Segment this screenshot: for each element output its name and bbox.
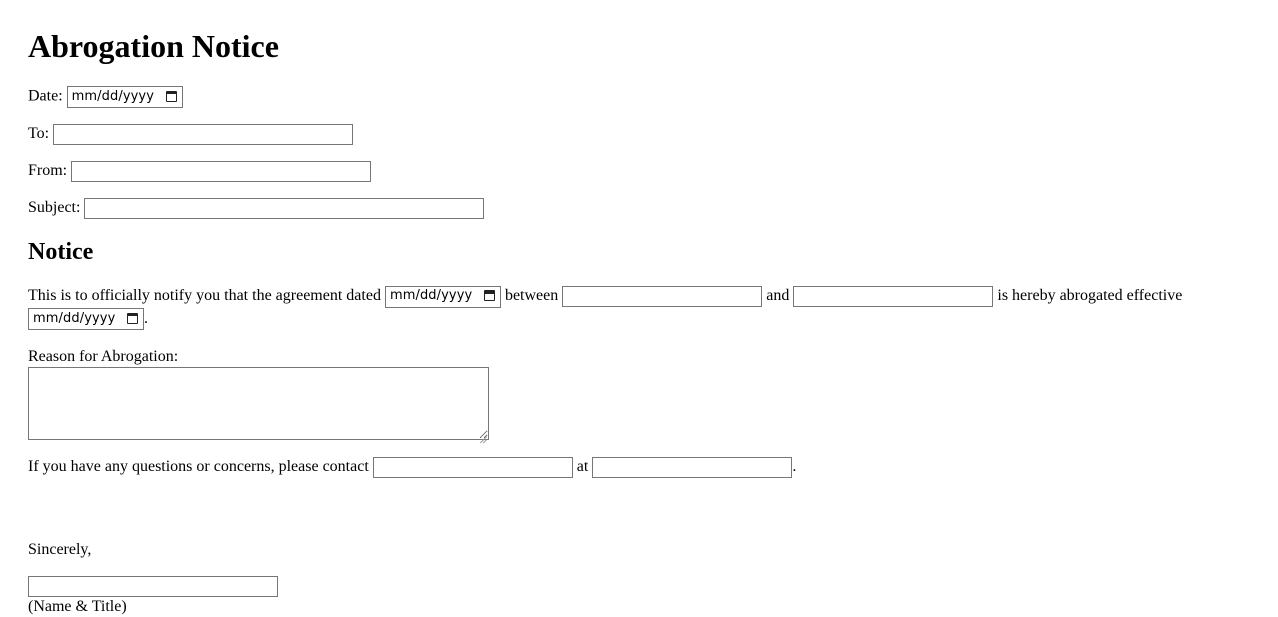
calendar-icon-top: [483, 290, 495, 294]
date-field-row: Date: mm/dd/yyyy: [28, 86, 1250, 109]
calendar-icon[interactable]: [127, 312, 140, 326]
contact-name-input[interactable]: [372, 456, 573, 478]
page-title: Abrogation Notice: [28, 28, 279, 65]
party-b-input[interactable]: [793, 286, 994, 308]
reason-textarea[interactable]: [28, 366, 489, 440]
agreement-date-placeholder-text: mm/dd/yyyy: [389, 288, 473, 304]
from-label: From:: [28, 162, 68, 180]
subject-input[interactable]: [84, 198, 485, 220]
contact-text-3: .: [792, 457, 797, 475]
calendar-icon[interactable]: [483, 290, 497, 303]
closing-spacer: [28, 494, 1250, 524]
from-field-row: From:: [28, 161, 1250, 183]
to-input[interactable]: [53, 124, 354, 146]
contact-paragraph: If you have any questions or concerns, p…: [28, 456, 1250, 479]
notice-text-2: between: [504, 287, 559, 305]
reason-label: Reason for Abrogation:: [28, 347, 179, 365]
contact-info-input[interactable]: [592, 456, 793, 478]
party-a-input[interactable]: [562, 286, 763, 308]
notice-text-5: .: [144, 309, 148, 327]
from-input[interactable]: [71, 161, 372, 183]
reason-block: Reason for Abrogation:: [28, 347, 1250, 444]
closing-salutation-row: Sincerely,: [28, 540, 1250, 560]
closing-salutation: Sincerely,: [28, 541, 92, 559]
notice-paragraph: This is to officially notify you that th…: [28, 285, 1250, 331]
section-heading-notice: Notice: [28, 238, 94, 265]
subject-label: Subject:: [28, 199, 81, 217]
date-input[interactable]: mm/dd/yyyy: [66, 86, 183, 109]
calendar-icon-body: [127, 314, 138, 324]
document-body: Abrogation Notice Date: mm/dd/yyyy To: F…: [8, 29, 1270, 617]
signature-input[interactable]: [28, 576, 278, 598]
to-field-row: To:: [28, 124, 1250, 146]
signature-block: (Name & Title): [28, 576, 1250, 617]
agreement-date-input[interactable]: mm/dd/yyyy: [384, 285, 501, 308]
calendar-icon-top: [127, 312, 138, 317]
notice-text-4: is hereby abrogated effective: [997, 287, 1183, 305]
contact-text-2: at: [576, 457, 589, 475]
effective-date-input[interactable]: mm/dd/yyyy: [28, 308, 144, 331]
contact-text-1: If you have any questions or concerns, p…: [28, 457, 369, 475]
date-label: Date:: [28, 87, 63, 105]
date-input-placeholder-text: mm/dd/yyyy: [71, 88, 155, 104]
subject-field-row: Subject:: [28, 198, 1250, 220]
to-label: To:: [28, 125, 50, 143]
notice-text-3: and: [766, 287, 790, 305]
notice-text-1: This is to officially notify you that th…: [28, 287, 381, 305]
reason-textarea-wrapper: [28, 366, 489, 444]
calendar-icon-top: [165, 90, 177, 95]
effective-date-placeholder-text: mm/dd/yyyy: [33, 311, 116, 327]
calendar-icon[interactable]: [165, 90, 179, 104]
